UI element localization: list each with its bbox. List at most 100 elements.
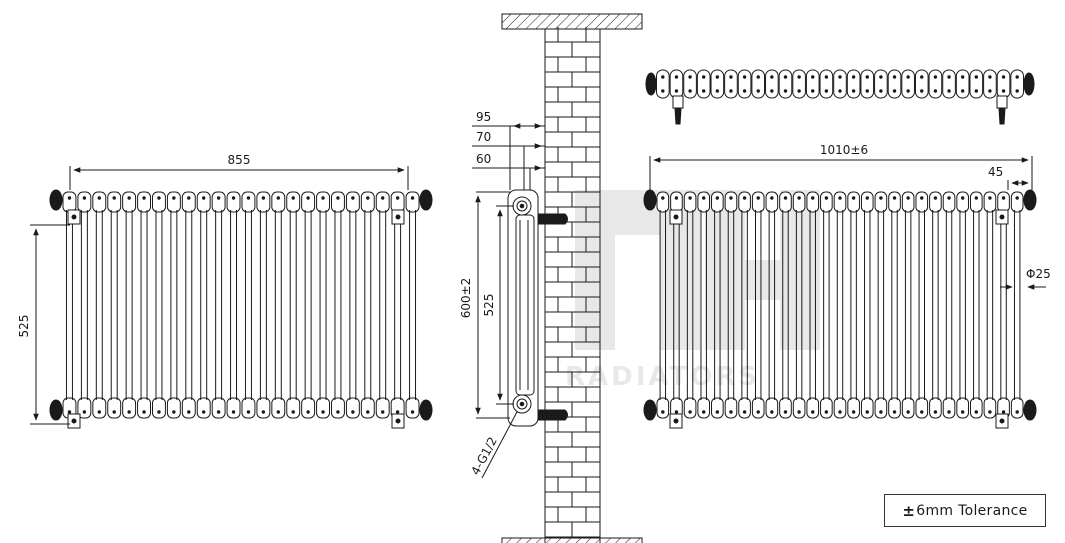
column-dot [933,196,938,200]
end-cap [1023,399,1037,421]
column-footer [345,397,360,419]
column-header [360,191,375,213]
top-dot [920,75,924,79]
top-dot [947,75,951,79]
front-view-radiator [49,189,433,429]
column-footer [77,397,92,419]
right-pipe-label: Φ25 [1026,267,1051,281]
top-dot [797,89,801,93]
column-footer [286,397,301,419]
top-dot [892,89,897,93]
top-column [942,69,956,99]
column-footer [226,397,241,419]
column-dot [797,196,801,200]
wall-section [501,13,643,543]
column-header [711,191,724,213]
column-header [779,191,792,213]
end-cap [419,189,433,211]
connection-label: 4-G1/2 [468,435,500,478]
top-column [710,69,725,99]
column-dot [395,410,400,414]
column-footer [196,397,211,419]
column-dot [231,410,236,414]
column-header [888,191,901,213]
side-depth-60: 60 [476,152,491,166]
top-column [928,69,943,99]
top-dot [688,89,692,93]
column-dot [783,196,788,200]
column-dot [770,410,774,414]
column-header [226,191,241,213]
column-dot [756,410,760,414]
column-header [820,191,833,213]
column-header [92,191,107,213]
column-footer [211,397,226,419]
column-header [345,191,360,213]
column-dot [291,196,295,200]
top-dot [661,89,665,93]
top-dot [851,75,856,79]
column-dot [661,410,665,414]
column-header [241,191,256,213]
column-dot [688,410,692,414]
column-footer [181,397,196,419]
column-dot [742,196,747,200]
bracket-bolt [395,418,401,424]
top-dot [1001,89,1006,93]
column-dot [865,410,869,414]
column-dot [366,196,370,200]
column-dot [879,410,883,414]
column-dot [1001,196,1006,200]
column-dot [157,196,161,200]
column-dot [960,196,965,200]
column-dot [1015,410,1019,414]
column-header [738,191,751,213]
column-dot [202,410,206,414]
column-footer [751,397,765,419]
top-dot [702,89,706,93]
column-dot [906,410,910,414]
top-dot [947,89,951,93]
plus-minus-symbol: ± [902,501,916,520]
column-footer [656,397,670,419]
column-footer [792,397,806,419]
column-dot [216,196,221,200]
column-dot [306,410,310,414]
column-dot [231,196,236,200]
column-header [166,191,181,213]
end-cap [1023,72,1035,96]
side-depth-70: 70 [476,130,491,144]
connection-leader [481,411,518,479]
column-dot [674,196,679,200]
column-footer [271,397,286,419]
column-dot [82,410,87,414]
bracket-bolt [999,214,1005,220]
watermark-text: RADIATORS [565,362,761,392]
column-footer [256,397,271,419]
top-column [983,69,997,99]
column-dot [702,410,706,414]
column-footer [137,397,151,419]
column-dot [947,196,951,200]
column-dot [742,410,747,414]
top-column [955,69,970,99]
column-dot [336,196,340,200]
end-cap [643,189,657,211]
column-header [983,191,997,213]
column-dot [1001,410,1006,414]
column-dot [157,410,161,414]
top-dot [974,89,978,93]
column-dot [381,410,385,414]
column-dot [824,410,829,414]
column-dot [933,410,938,414]
column-footer [833,397,847,419]
column-footer [942,397,956,419]
column-dot [351,410,355,414]
top-dot [770,89,774,93]
column-footer [738,397,751,419]
column-footer [915,397,929,419]
top-dot [715,89,720,93]
column-dot [770,196,774,200]
column-header [765,191,779,213]
